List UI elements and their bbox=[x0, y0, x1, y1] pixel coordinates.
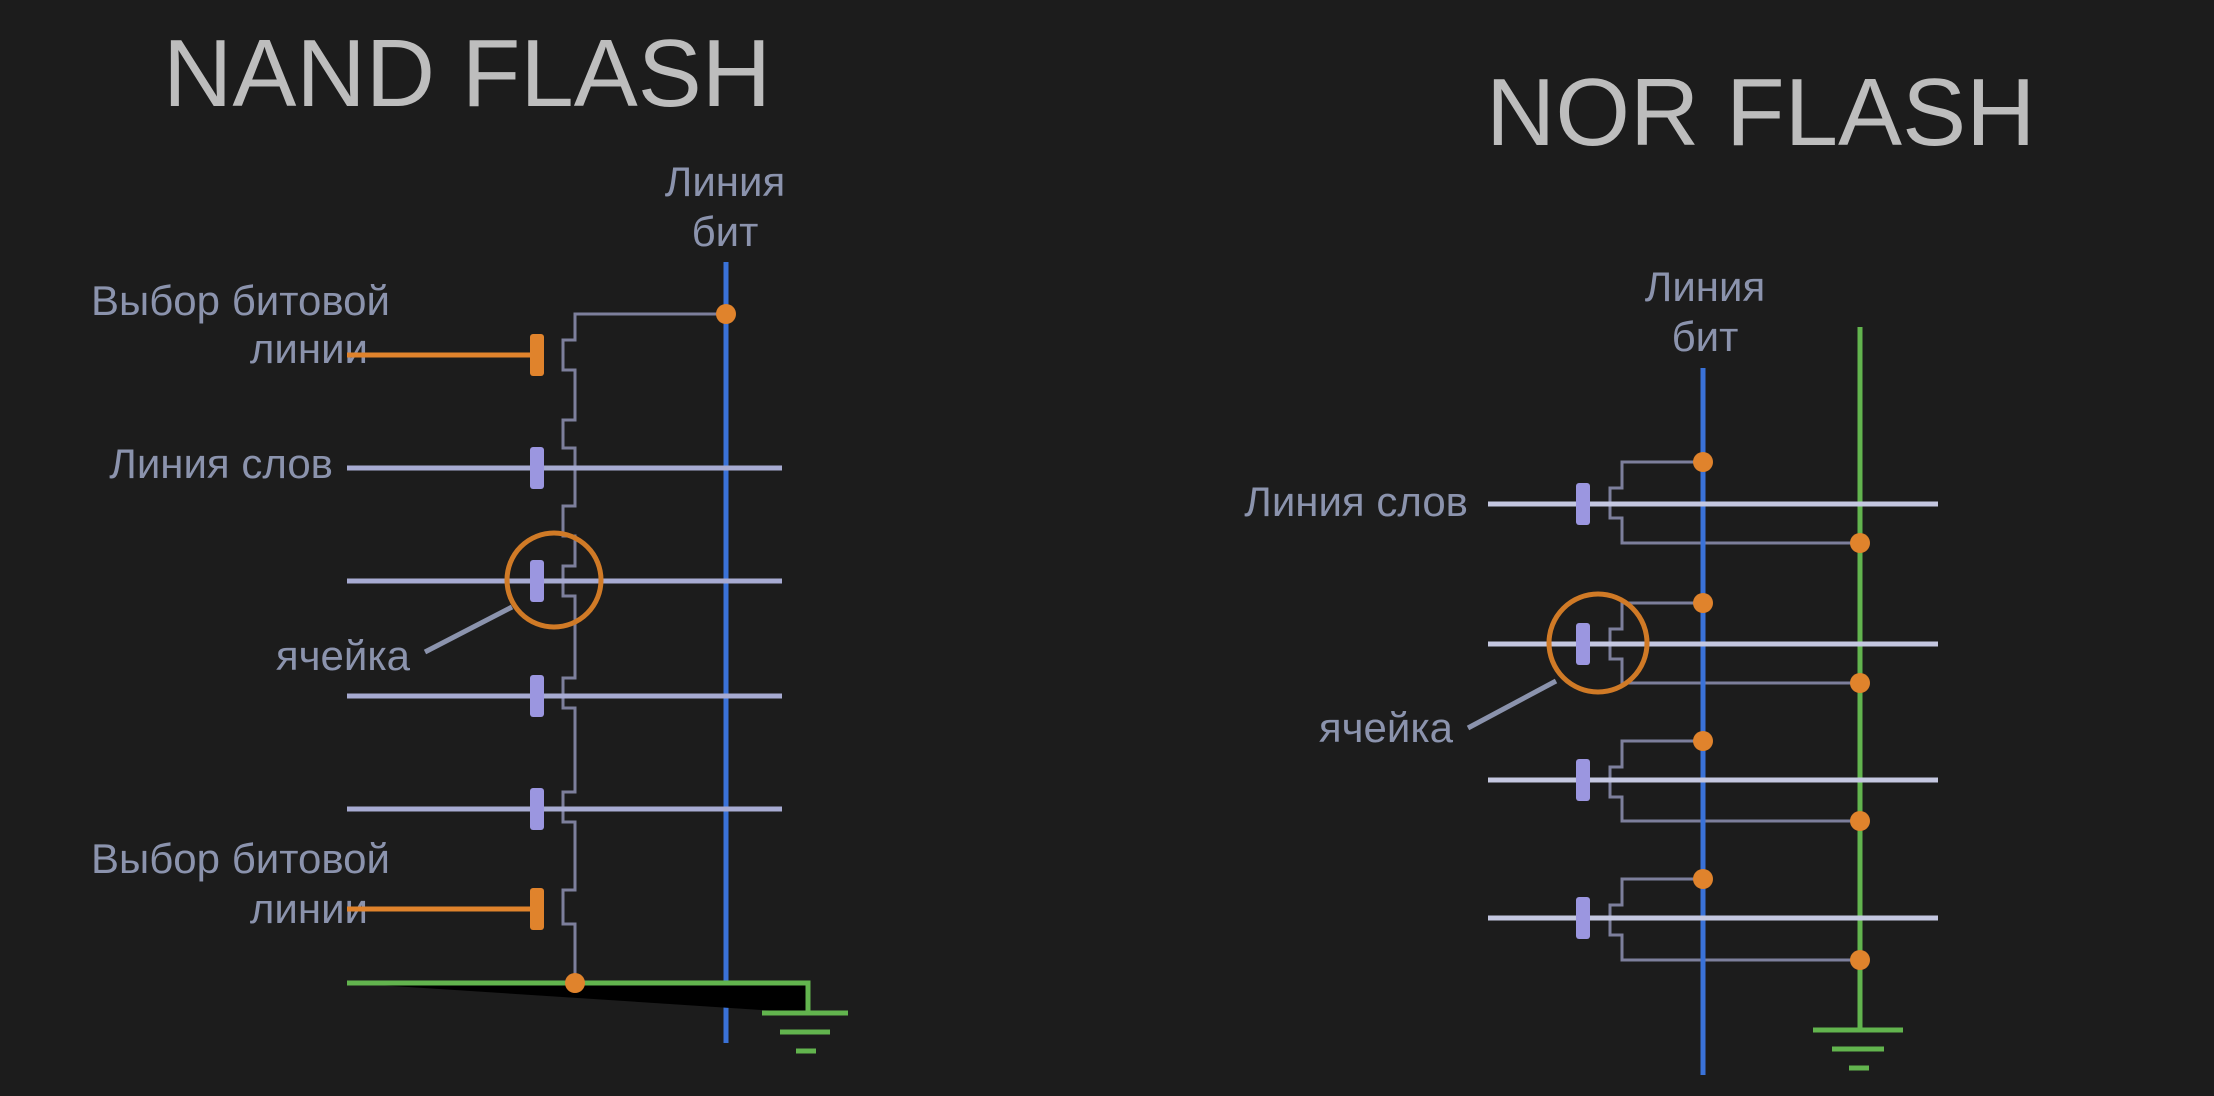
nor-cell-label: ячейка bbox=[1319, 704, 1454, 751]
nand-select-gate-top bbox=[530, 334, 544, 376]
nor-source-node-3 bbox=[1850, 811, 1870, 831]
nor-flash-diagram: NOR FLASH Линия бит Линия слов ячейка bbox=[1244, 59, 2035, 1075]
nand-cell-gate-3 bbox=[530, 675, 544, 717]
nor-bitline-node-3 bbox=[1693, 731, 1713, 751]
nor-bitline-label-1: Линия bbox=[1645, 263, 1765, 310]
nand-title: NAND FLASH bbox=[163, 20, 771, 127]
nand-bitline-label-1: Линия bbox=[665, 158, 785, 205]
nand-bitline-label-2: бит bbox=[692, 208, 759, 255]
nor-cell-gate-2 bbox=[1576, 623, 1590, 665]
nor-cell-highlight bbox=[1546, 591, 1650, 695]
nor-source-node-4 bbox=[1850, 950, 1870, 970]
nor-bitline-node-1 bbox=[1693, 452, 1713, 472]
nand-word-line-label: Линия слов bbox=[109, 440, 333, 487]
nor-cell-gate-3 bbox=[1576, 759, 1590, 801]
nand-select-gate-bottom bbox=[530, 888, 544, 930]
nand-string-wire bbox=[561, 312, 726, 983]
nor-bitline-label-2: бит bbox=[1672, 313, 1739, 360]
nor-cell-pointer bbox=[1466, 678, 1558, 731]
nand-cell-highlight bbox=[504, 530, 604, 630]
nand-bitline-node bbox=[716, 304, 736, 324]
nor-cell-gate-1 bbox=[1576, 483, 1590, 525]
nor-title: NOR FLASH bbox=[1486, 59, 2035, 166]
nor-source-node-1 bbox=[1850, 533, 1870, 553]
nand-select-bottom-label-1: Выбор битовой bbox=[91, 835, 390, 882]
nand-flash-diagram: NAND FLASH Линия бит Выбор битовой линии… bbox=[91, 20, 848, 1054]
nor-bitline-node-4 bbox=[1693, 869, 1713, 889]
nand-cell-gate-2 bbox=[530, 560, 544, 602]
nor-word-line-label: Линия слов bbox=[1244, 478, 1468, 525]
nand-cell-pointer bbox=[423, 604, 514, 655]
nand-select-top-label-1: Выбор битовой bbox=[91, 277, 390, 324]
nand-cell-gate-4 bbox=[530, 788, 544, 830]
nand-cell-label: ячейка bbox=[276, 632, 411, 679]
nand-cell-gate-1 bbox=[530, 447, 544, 489]
nand-source-node bbox=[565, 973, 585, 993]
nand-source-line bbox=[347, 980, 811, 1013]
nand-select-top-label-2: линии bbox=[250, 325, 368, 372]
nor-bitline-node-2 bbox=[1693, 593, 1713, 613]
nor-source-node-2 bbox=[1850, 673, 1870, 693]
nor-cell-gate-4 bbox=[1576, 897, 1590, 939]
